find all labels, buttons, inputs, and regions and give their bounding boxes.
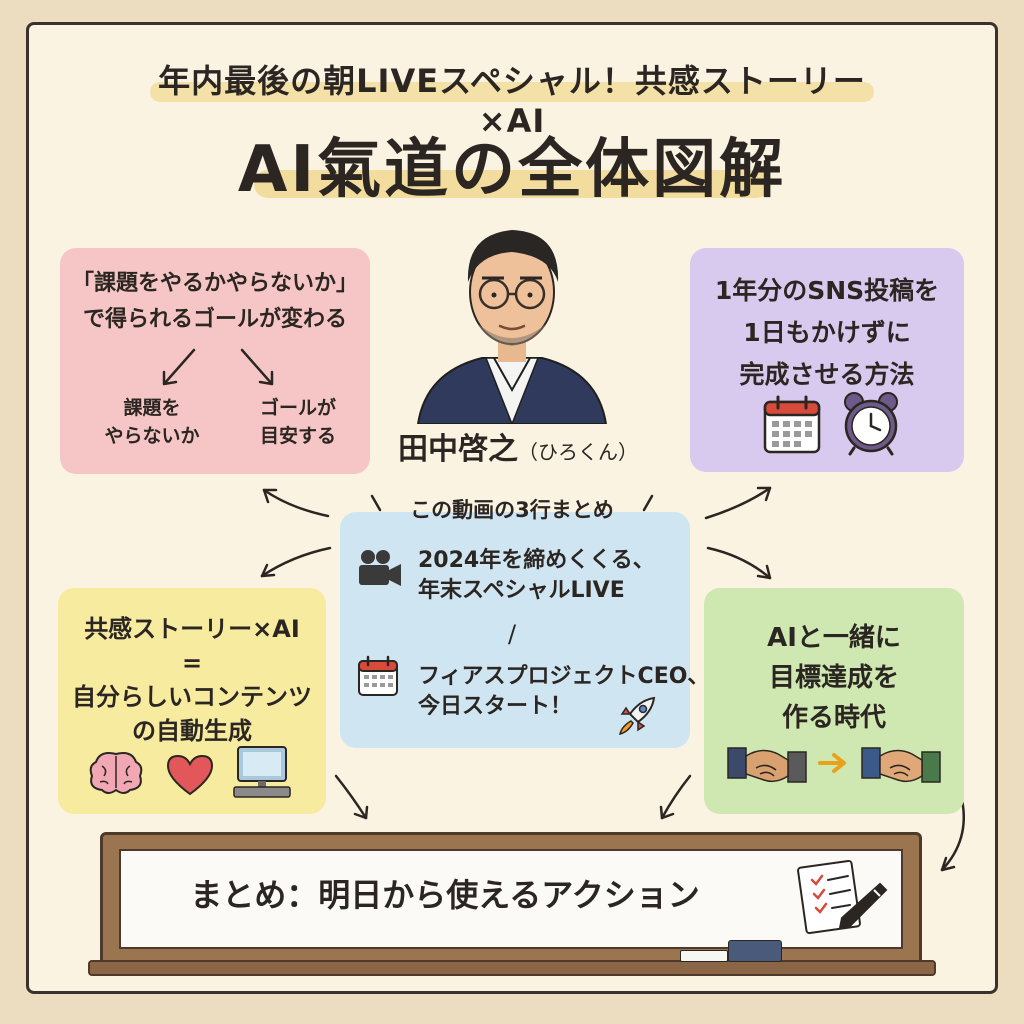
summary-line-1b: 年末スペシャルLIVE — [418, 578, 625, 603]
card-ai-goal: AIと一緒に 目標達成を 作る時代 — [704, 588, 964, 814]
subtitle-highlight — [150, 82, 874, 102]
calendar-icon — [358, 655, 398, 696]
page-title: AI氣道の全体図解 — [237, 133, 787, 207]
card-goal-line1: 「課題をやるかやらないか」 — [71, 271, 358, 296]
title-highlight — [254, 170, 770, 198]
rocket-icon — [618, 696, 656, 736]
arrow-right-edge-head — [940, 856, 956, 872]
summary-line-2b: 今日スタート！ — [418, 694, 573, 719]
alarm-clock-icon — [844, 392, 898, 456]
arrow-to-top-left-head — [262, 488, 278, 504]
card-sns-text: 1年分のSNS投稿を 1日もかけずに 完成させる方法 — [690, 270, 964, 396]
header-tick-right — [642, 494, 654, 512]
pen-icon — [838, 882, 888, 930]
chalk-piece — [680, 950, 728, 962]
summary-line-1a: 2024年を締めくくる、 — [418, 548, 655, 573]
person-name: 田中啓之（ひろくん） — [398, 424, 638, 468]
card-story-text: 共感ストーリー×AI = 自分らしいコンテンツ の自動生成 — [58, 612, 326, 748]
branch-right-line2: 目安する — [259, 425, 336, 447]
card-ai-goal-line1: AIと一緒に — [767, 623, 901, 653]
branch-right-line1: ゴールが — [259, 397, 336, 419]
summary-separator: / — [508, 620, 517, 648]
card-goal-choice: 「課題をやるかやらないか」 で得られるゴールが変わる 課題を やらないか ゴール… — [60, 248, 370, 474]
card-sns-line2: 1日もかけずに — [743, 318, 911, 347]
summary-header: この動画の3行まとめ — [410, 498, 614, 522]
card-three-line-summary — [340, 512, 690, 748]
header-tick-left — [370, 494, 382, 512]
summary-line-2a: フィアスプロジェクトCEO、 — [418, 664, 710, 689]
subtitle: 年内最後の朝LIVEスペシャル！共感ストーリー×AI — [158, 62, 866, 140]
branch-left-line2: やらないか — [104, 425, 200, 447]
person-portrait — [416, 230, 608, 424]
arrow-yellow-down — [334, 774, 368, 820]
subtitle-block: 年内最後の朝LIVEスペシャル！共感ストーリー×AI — [140, 52, 884, 140]
branch-right: ゴールが 目安する — [228, 394, 368, 450]
action-banner — [100, 832, 922, 966]
branch-left: 課題を やらないか — [82, 394, 222, 450]
branch-arrows-icon — [162, 348, 274, 386]
card-sns-line1: 1年分のSNS投稿を — [714, 276, 940, 305]
card-ai-goal-line2: 目標達成を — [768, 663, 899, 693]
person-nickname: （ひろくん） — [518, 440, 638, 464]
arrow-to-bottom-left-head — [260, 563, 276, 578]
arrow-to-bottom-right-head — [756, 564, 772, 580]
arrow-to-bottom-right — [706, 546, 772, 580]
computer-icon — [233, 746, 291, 798]
card-goal-line2: で得られるゴールが変わる — [82, 307, 347, 332]
action-banner-text: まとめ：明日から使えるアクション — [190, 876, 700, 914]
heart-icon — [166, 754, 214, 796]
eraser — [728, 940, 782, 962]
arrow-green-down-head — [659, 805, 675, 820]
arrow-green-down — [660, 774, 692, 820]
card-story-ai: 共感ストーリー×AI = 自分らしいコンテンツ の自動生成 — [58, 588, 326, 814]
card-story-line3: 自分らしいコンテンツ — [72, 683, 312, 711]
card-sns-method: 1年分のSNS投稿を 1日もかけずに 完成させる方法 — [690, 248, 964, 472]
card-ai-goal-text: AIと一緒に 目標達成を 作る時代 — [704, 618, 964, 738]
summary-line-1: 2024年を締めくくる、 年末スペシャルLIVE — [418, 546, 655, 606]
arrow-yellow-down-head — [353, 805, 369, 820]
arrow-right-icon — [818, 753, 846, 773]
brain-icon — [89, 752, 143, 794]
arrow-to-top-left — [262, 488, 330, 518]
summary-line-2: フィアスプロジェクトCEO、 今日スタート！ — [418, 662, 709, 722]
card-ai-goal-line3: 作る時代 — [781, 703, 886, 733]
card-story-line1: 共感ストーリー×AI — [84, 615, 300, 643]
arrow-to-top-right-head — [756, 486, 772, 502]
card-story-line2: = — [181, 649, 203, 677]
branch-left-line1: 課題を — [123, 397, 181, 419]
arrow-right-edge — [940, 798, 966, 872]
board-ledge — [88, 960, 936, 976]
handshake-icon — [861, 747, 941, 783]
card-story-line4: の自動生成 — [132, 717, 252, 745]
action-banner-inner — [119, 849, 903, 949]
card-sns-line3: 完成させる方法 — [739, 360, 915, 389]
title-block: AI氣道の全体図解 — [232, 118, 792, 208]
calendar-icon — [763, 395, 821, 454]
video-camera-icon — [359, 550, 401, 586]
arrow-to-top-right — [704, 486, 772, 520]
arrow-to-bottom-left — [260, 546, 332, 578]
handshake-icon — [727, 747, 807, 783]
person-name-text: 田中啓之 — [398, 432, 518, 467]
